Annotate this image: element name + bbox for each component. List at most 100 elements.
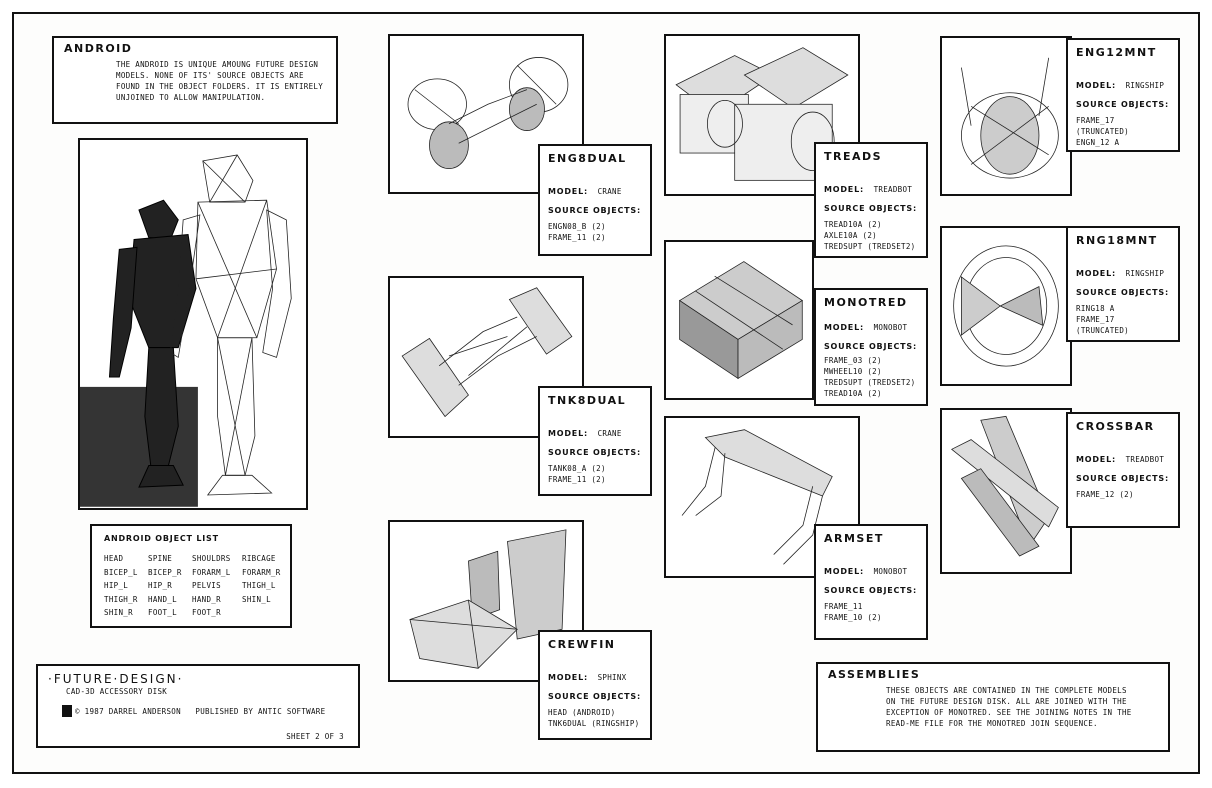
object-list-item: HIP_L [104,581,129,590]
model-label: MODEL: [548,187,588,196]
model-label: MODEL: [548,673,588,682]
source-label: SOURCE OBJECTS: [1076,288,1169,297]
model-name: ENG12MNT [1076,46,1157,59]
android-text-line: UNJOINED TO ALLOW MANIPULATION. [116,93,266,102]
source-label: SOURCE OBJECTS: [824,204,917,213]
android-render-image [78,138,308,510]
source-label: SOURCE OBJECTS: [548,206,641,215]
source-item: RING18 A [1076,304,1115,313]
source-item: FRAME_10 (2) [824,613,882,622]
model-info-box: ENG8DUAL MODEL: CRANE SOURCE OBJECTS: EN… [538,144,652,256]
crossbar-image [940,408,1072,574]
assemblies-text-line: ON THE FUTURE DESIGN DISK. ALL ARE JOINE… [886,697,1127,706]
armset-wireframe [681,429,833,565]
source-label: SOURCE OBJECTS: [824,342,917,351]
model-name: CREWFIN [548,638,616,651]
model-info-box: ENG12MNT MODEL: RINGSHIP SOURCE OBJECTS:… [1066,38,1180,152]
object-list-grid: HEAD SPINE SHOULDRS RIBCAGE BICEP_L BICE… [104,553,280,620]
source-item: TREDSUPT (TREDSET2) [824,378,916,387]
android-text-line: MODELS. NONE OF ITS' SOURCE OBJECTS ARE [116,71,304,80]
source-label: SOURCE OBJECTS: [548,448,641,457]
assemblies-text: THESE OBJECTS ARE CONTAINED IN THE COMPL… [886,685,1158,729]
source-item: TREAD10A (2) [824,389,882,398]
source-item: FRAME_11 (2) [548,475,606,484]
model-name: RNG18MNT [1076,234,1158,247]
model-value: SPHINX [597,673,627,682]
source-item: MWHEEL10 (2) [824,367,882,376]
footer-sheet-number: SHEET 2 OF 3 [286,732,344,741]
object-list-item: SHIN_R [104,608,133,617]
model-value: CRANE [597,429,622,438]
object-list-item: SHIN_L [242,594,271,604]
source-item: ENGN_12 A [1076,138,1120,147]
eng8dual-wireframe [407,57,569,169]
source-item: TANK08_A (2) [548,464,606,473]
assemblies-text-line: EXCEPTION OF MONOTRED. SEE THE JOINING N… [886,708,1132,717]
eng12mnt-image [940,36,1072,196]
model-info-box: RNG18MNT MODEL: RINGSHIP SOURCE OBJECTS:… [1066,226,1180,342]
rng18mnt-wireframe [953,245,1059,367]
footer-credit: © 1987 DARREL ANDERSON PUBLISHED BY ANTI… [75,706,326,716]
model-name: MONOTRED [824,296,908,309]
model-label: MODEL: [1076,81,1116,90]
model-info-box: MONOTRED MODEL: MONOBOT SOURCE OBJECTS: … [814,288,928,406]
model-value: RINGSHIP [1125,81,1165,90]
model-info-box: TNK8DUAL MODEL: CRANE SOURCE OBJECTS: TA… [538,386,652,496]
android-text: THE ANDROID IS UNIQUE AMOUNG FUTURE DESI… [116,59,326,103]
model-label: MODEL: [824,185,864,194]
source-label: SOURCE OBJECTS: [1076,100,1169,109]
source-item: ENGN08_B (2) [548,222,606,231]
logo-icon [62,705,72,717]
rng18mnt-image [940,226,1072,386]
android-description-box: ANDROID THE ANDROID IS UNIQUE AMOUNG FUT… [52,36,338,124]
object-list-item: BICEP_R [148,567,182,577]
model-name: ENG8DUAL [548,152,627,165]
tnk8dual-wireframe [401,287,573,418]
crossbar-wireframe [950,415,1059,557]
footer-credit-row: © 1987 DARREL ANDERSON PUBLISHED BY ANTI… [62,705,348,717]
model-info-box: CROSSBAR MODEL: TREADBOT SOURCE OBJECTS:… [1066,412,1180,528]
model-info-box: CREWFIN MODEL: SPHINX SOURCE OBJECTS: HE… [538,630,652,740]
source-item: AXLE10A (2) [824,231,877,240]
android-object-list-box: ANDROID OBJECT LIST HEAD SPINE SHOULDRS … [90,524,292,628]
source-item: FRAME_03 (2) [824,356,882,365]
object-list-item: HAND_R [192,594,221,604]
model-label: MODEL: [824,323,864,332]
model-name: ARMSET [824,532,884,545]
object-list-item: SPINE [148,554,173,563]
source-item: FRAME_17 (TRUNCATED) [1076,315,1129,335]
tnk8dual-image [388,276,584,438]
monotred-wireframe [678,261,803,380]
source-item: FRAME_17 (TRUNCATED) [1076,116,1129,136]
model-label: MODEL: [1076,455,1116,464]
model-value: MONOBOT [873,567,908,576]
object-list-item: SHOULDRS [192,554,231,563]
model-name: CROSSBAR [1076,420,1155,433]
model-name: TREADS [824,150,883,163]
footer-box: ·FUTURE·DESIGN· CAD-3D ACCESSORY DISK © … [36,664,360,748]
model-info-box: ARMSET MODEL: MONOBOT SOURCE OBJECTS: FR… [814,524,928,640]
source-item: TNK6DUAL (RINGSHIP) [548,719,640,728]
assemblies-title: ASSEMBLIES [828,668,921,681]
source-item: HEAD (ANDROID) [548,708,616,717]
object-list-item: HEAD [104,554,124,563]
assemblies-box: ASSEMBLIES THESE OBJECTS ARE CONTAINED I… [816,662,1170,752]
source-item: FRAME_11 (2) [548,233,606,242]
object-list-item: FOOT_L [148,608,177,617]
android-wireframe-figure [80,154,292,507]
model-label: MODEL: [1076,269,1116,278]
eng12mnt-wireframe [961,57,1059,179]
object-list-item: HIP_R [148,581,173,590]
object-list-item: BICEP_L [104,567,138,577]
model-label: MODEL: [824,567,864,576]
footer-title: ·FUTURE·DESIGN· [48,672,184,686]
object-list-item: FOOT_R [192,608,221,617]
treads-wireframe [675,47,849,181]
source-label: SOURCE OBJECTS: [548,692,641,701]
object-list-item: THIGH_L [242,581,276,590]
crewfin-wireframe [409,529,567,669]
model-value: RINGSHIP [1125,269,1165,278]
android-text-line: THE ANDROID IS UNIQUE AMOUNG FUTURE DESI… [116,60,319,69]
object-list-item: HAND_L [148,594,177,604]
footer-subtitle: CAD-3D ACCESSORY DISK [66,687,168,696]
